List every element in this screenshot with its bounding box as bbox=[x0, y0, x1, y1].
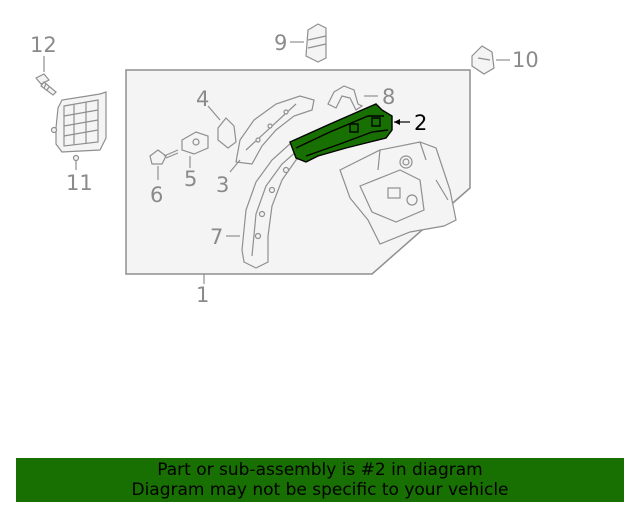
leader-4 bbox=[207, 105, 221, 121]
part-3-arch-panel[interactable] bbox=[235, 95, 315, 165]
callout-11[interactable]: 11 bbox=[66, 171, 93, 195]
info-banner: Part or sub-assembly is #2 in diagram Di… bbox=[16, 458, 624, 502]
callout-9[interactable]: 9 bbox=[274, 31, 287, 55]
part-2-highlighted[interactable] bbox=[289, 103, 393, 163]
part-6-bolt[interactable] bbox=[149, 149, 179, 165]
part-12-bolt[interactable] bbox=[35, 73, 57, 96]
callout-5[interactable]: 5 bbox=[184, 167, 197, 191]
leader-3 bbox=[229, 159, 241, 173]
banner-line-2: Diagram may not be specific to your vehi… bbox=[131, 480, 509, 500]
part-10-clip[interactable] bbox=[471, 45, 495, 75]
quarter-inner-structure bbox=[339, 141, 457, 245]
part-4-bracket[interactable] bbox=[217, 117, 237, 149]
callout-2[interactable]: 2 bbox=[414, 111, 427, 135]
callout-12[interactable]: 12 bbox=[30, 33, 57, 57]
banner-line-1: Part or sub-assembly is #2 in diagram bbox=[157, 460, 483, 480]
part-8-bracket[interactable] bbox=[327, 85, 364, 111]
part-7-wheel-arch[interactable] bbox=[241, 135, 313, 269]
callout-6[interactable]: 6 bbox=[150, 183, 163, 207]
callout-1[interactable]: 1 bbox=[196, 283, 209, 307]
leader-2-arrow bbox=[394, 119, 400, 125]
part-9-clip[interactable] bbox=[305, 23, 327, 63]
callout-8[interactable]: 8 bbox=[382, 85, 395, 109]
callout-3[interactable]: 3 bbox=[216, 173, 229, 197]
part-5-bracket[interactable] bbox=[181, 131, 209, 155]
callout-4[interactable]: 4 bbox=[196, 87, 209, 111]
callout-10[interactable]: 10 bbox=[512, 48, 539, 72]
part-11-bracket[interactable] bbox=[50, 91, 107, 162]
callout-7[interactable]: 7 bbox=[210, 225, 223, 249]
parts-diagram: 12 11 9 10 8 4 3 bbox=[30, 23, 539, 307]
